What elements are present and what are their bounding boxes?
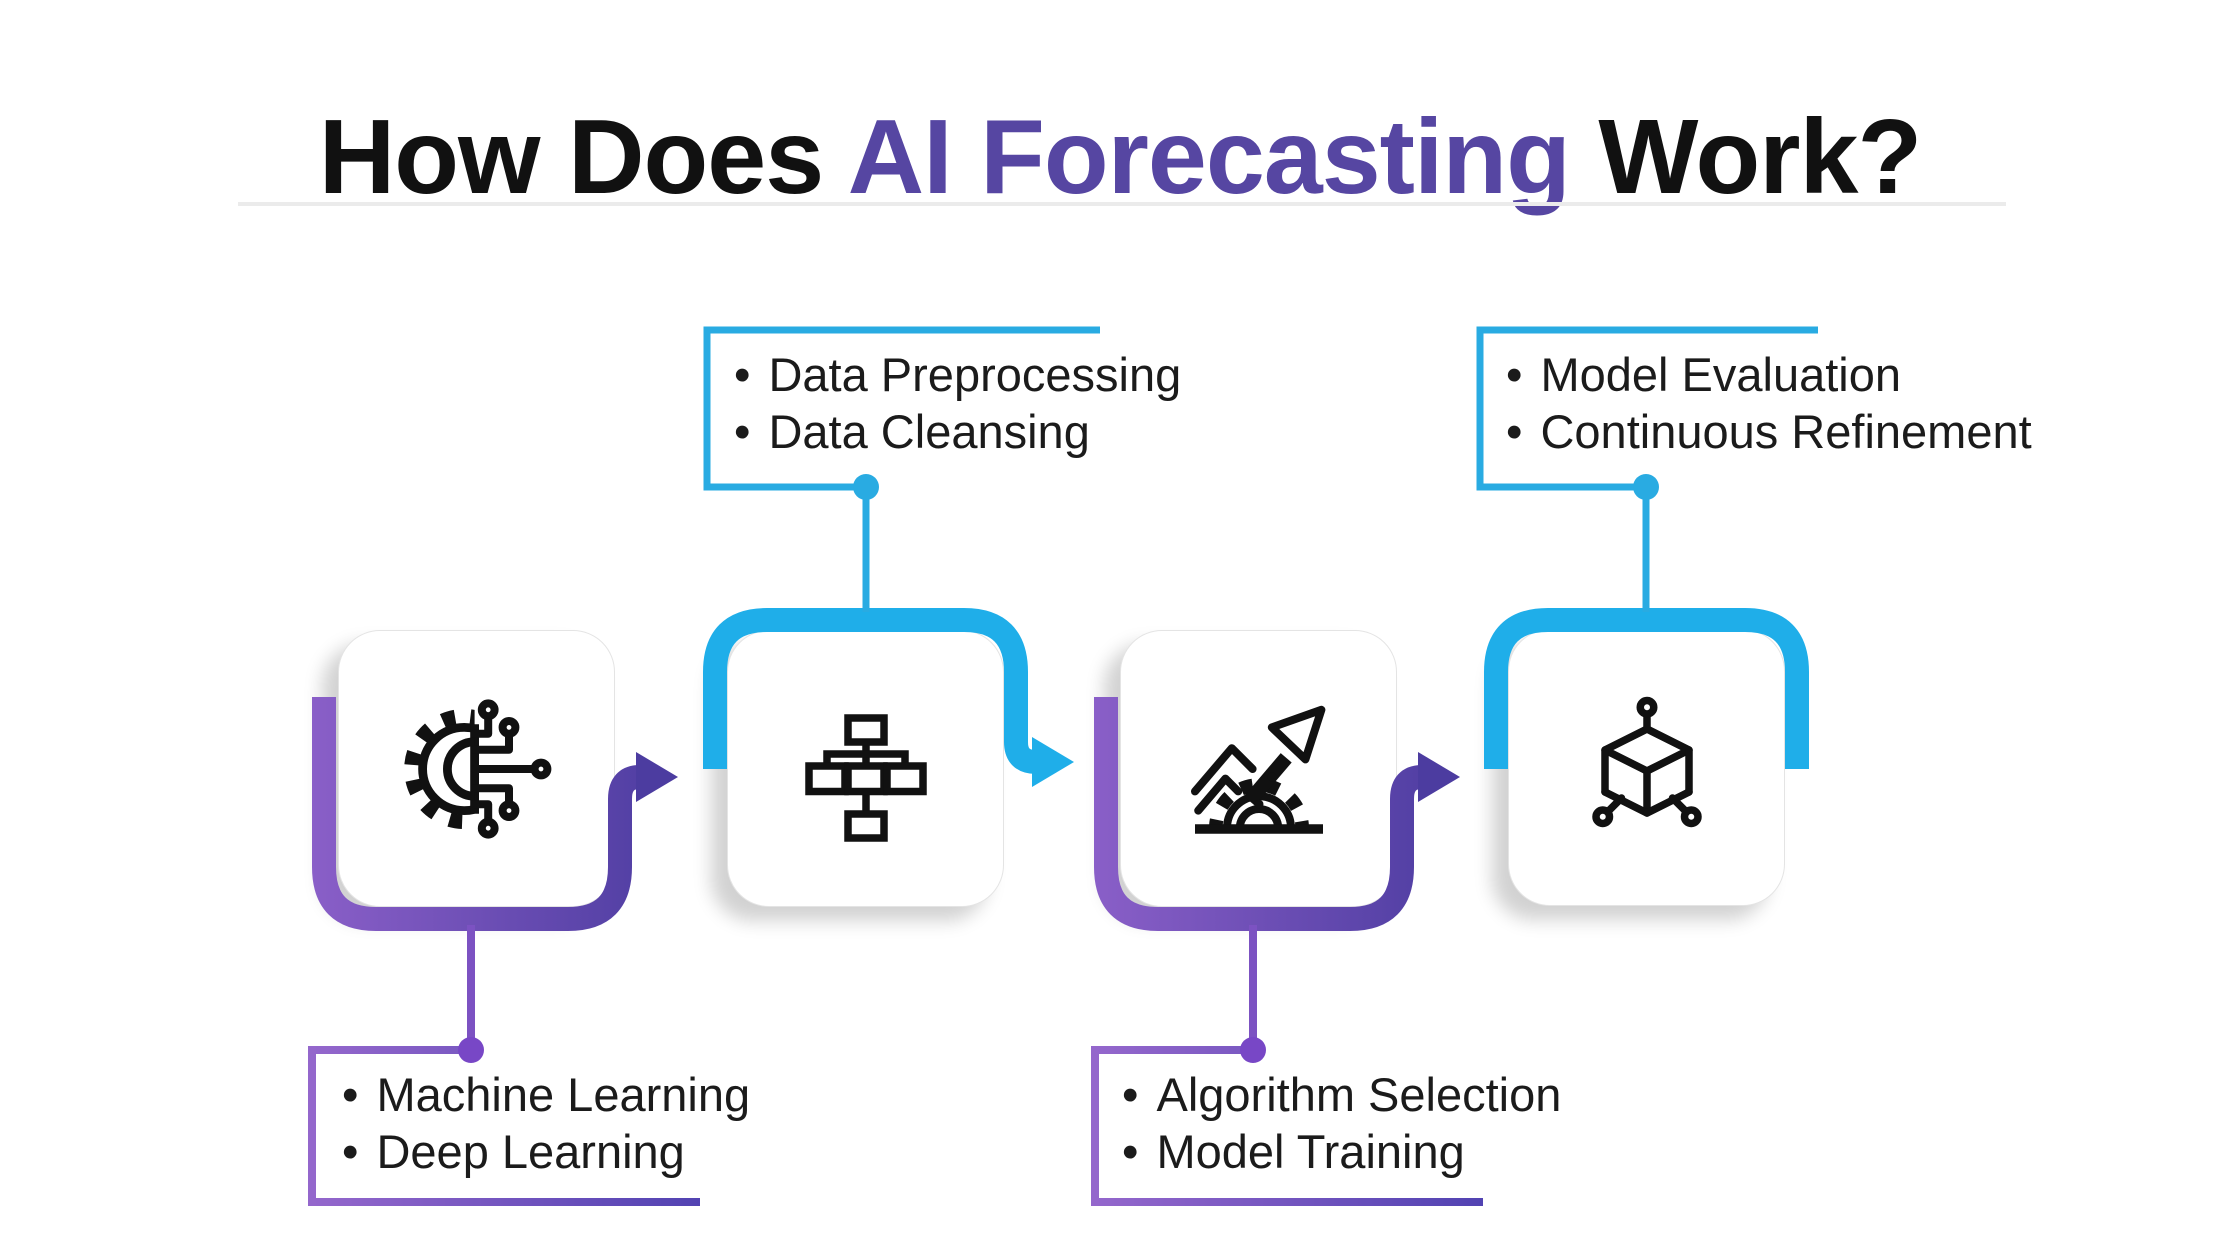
list-item-text: Model Training bbox=[1156, 1125, 1465, 1178]
label-block-step3: • Algorithm Selection • Model Training bbox=[1122, 1066, 1561, 1180]
flow-arrow-2-icon bbox=[1032, 737, 1074, 787]
bullet-glyph: • bbox=[1122, 1068, 1139, 1121]
bullet-glyph: • bbox=[734, 405, 751, 458]
callout-dot-step1 bbox=[458, 1037, 484, 1063]
callout-dot-step3 bbox=[1240, 1037, 1266, 1063]
list-item-text: Data Preprocessing bbox=[768, 348, 1182, 401]
flow-arrow-1-icon bbox=[636, 752, 678, 802]
callout-dot-step4 bbox=[1633, 474, 1659, 500]
growth-arrow-gear-icon bbox=[1190, 705, 1325, 834]
step-card-2 bbox=[727, 630, 1004, 907]
title-highlight: AI Forecasting bbox=[847, 98, 1571, 217]
page-title: How Does AI Forecasting Work? bbox=[0, 97, 2240, 218]
label-block-step1: • Machine Learning • Deep Learning bbox=[342, 1066, 750, 1180]
list-item-text: Deep Learning bbox=[376, 1125, 685, 1178]
bullet-glyph: • bbox=[1506, 348, 1523, 401]
callout-dot-step2 bbox=[853, 474, 879, 500]
list-item: • Data Preprocessing bbox=[734, 346, 1181, 403]
list-item: • Model Evaluation bbox=[1506, 346, 2032, 403]
title-prefix: How Does bbox=[318, 98, 848, 217]
list-item: • Deep Learning bbox=[342, 1123, 750, 1180]
bullet-glyph: • bbox=[1506, 405, 1523, 458]
step-card-3 bbox=[1120, 630, 1397, 907]
list-item-text: Algorithm Selection bbox=[1156, 1068, 1562, 1121]
cube-network-icon bbox=[1591, 696, 1702, 827]
list-item-text: Machine Learning bbox=[376, 1068, 751, 1121]
title-suffix: Work? bbox=[1569, 98, 1922, 217]
list-item: • Continuous Refinement bbox=[1506, 403, 2032, 460]
list-item-text: Model Evaluation bbox=[1540, 348, 1902, 401]
label-block-step4: • Model Evaluation • Continuous Refinement bbox=[1506, 346, 2032, 460]
bullet-glyph: • bbox=[342, 1068, 359, 1121]
bullet-glyph: • bbox=[1122, 1125, 1139, 1178]
list-item-text: Data Cleansing bbox=[768, 405, 1090, 458]
flowchart-icon bbox=[804, 713, 927, 842]
list-item: • Algorithm Selection bbox=[1122, 1066, 1561, 1123]
step-card-1 bbox=[338, 630, 615, 907]
list-item: • Data Cleansing bbox=[734, 403, 1181, 460]
bullet-glyph: • bbox=[342, 1125, 359, 1178]
list-item: • Machine Learning bbox=[342, 1066, 750, 1123]
title-divider bbox=[238, 202, 2006, 206]
flow-arrow-3-icon bbox=[1418, 752, 1460, 802]
list-item: • Model Training bbox=[1122, 1123, 1561, 1180]
bullet-glyph: • bbox=[734, 348, 751, 401]
list-item-text: Continuous Refinement bbox=[1540, 405, 2032, 458]
label-block-step2: • Data Preprocessing • Data Cleansing bbox=[734, 346, 1181, 460]
gear-circuit-icon bbox=[403, 698, 551, 839]
step-card-4 bbox=[1508, 629, 1785, 906]
